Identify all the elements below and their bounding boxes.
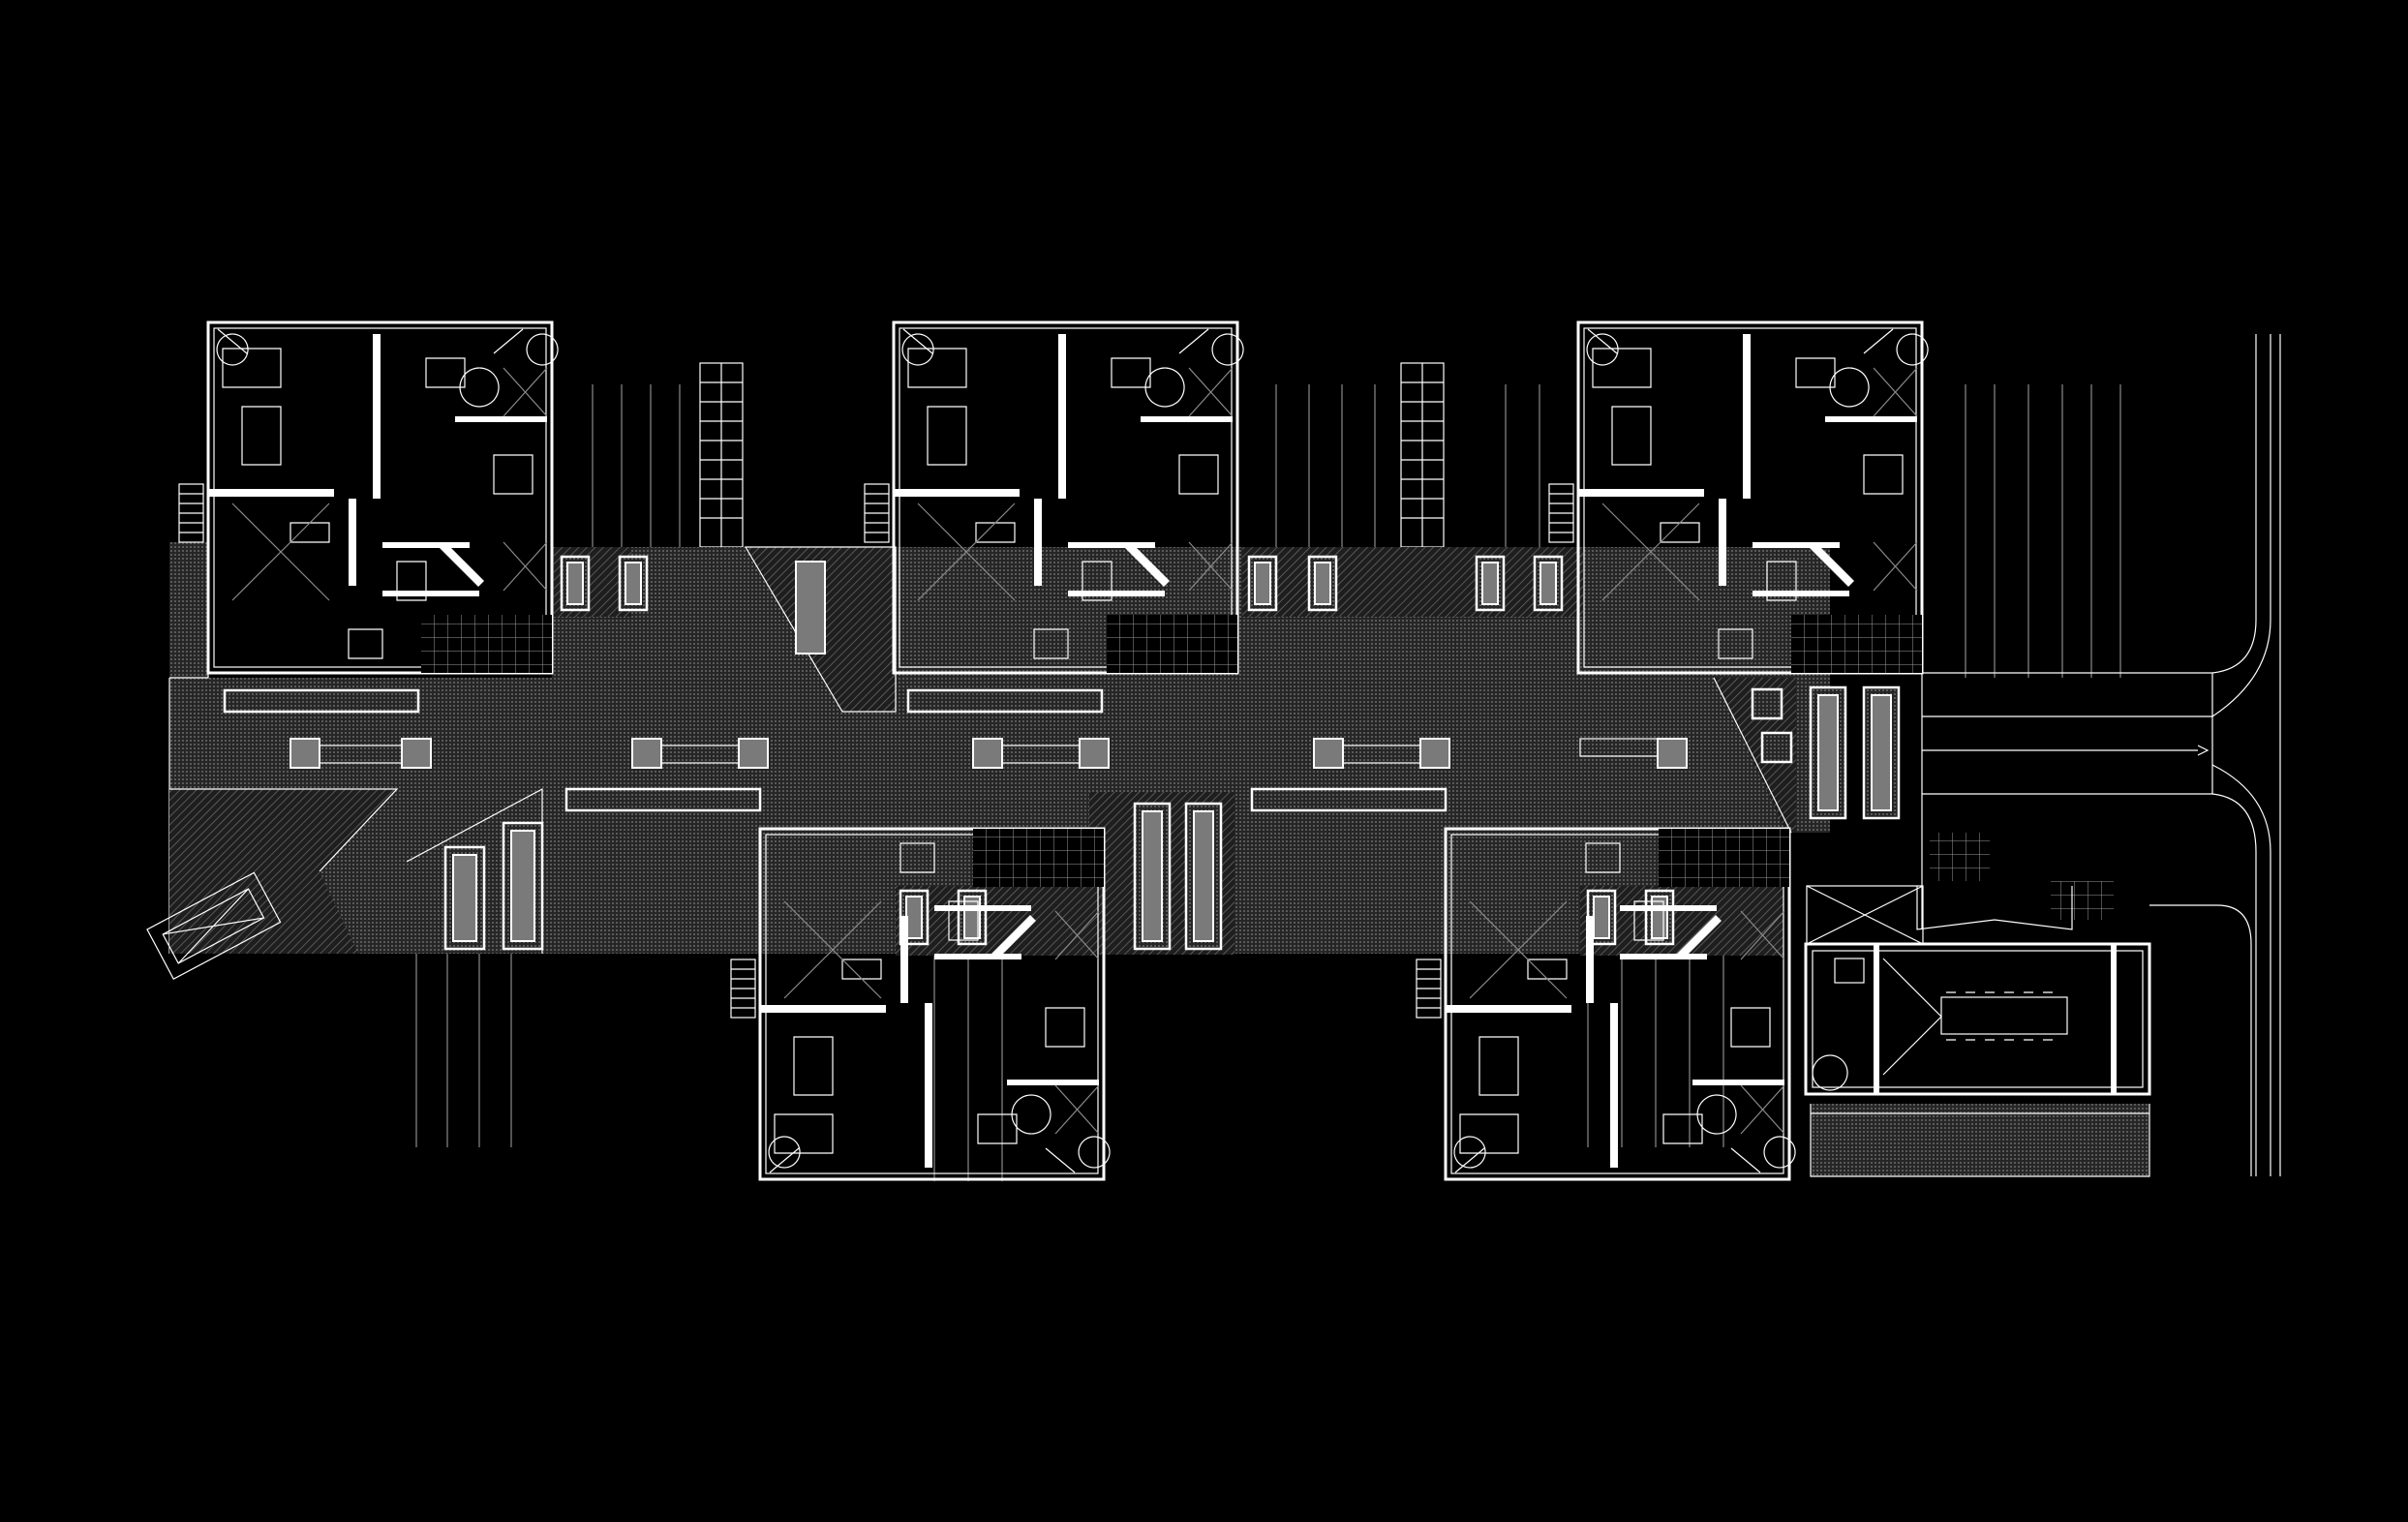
stair-ladder-left [699, 362, 744, 548]
planter-wedge [744, 546, 897, 713]
community-hall [1804, 833, 2151, 1177]
stair-ladder-right [1400, 362, 1445, 548]
unit-top-1 [178, 320, 559, 675]
parking-stalls-bottom [415, 954, 1724, 1181]
access-road [1921, 334, 2281, 1176]
parking-stalls-top [592, 384, 2121, 678]
parking-slots [223, 555, 1901, 955]
curb-lines [2149, 904, 2252, 1176]
